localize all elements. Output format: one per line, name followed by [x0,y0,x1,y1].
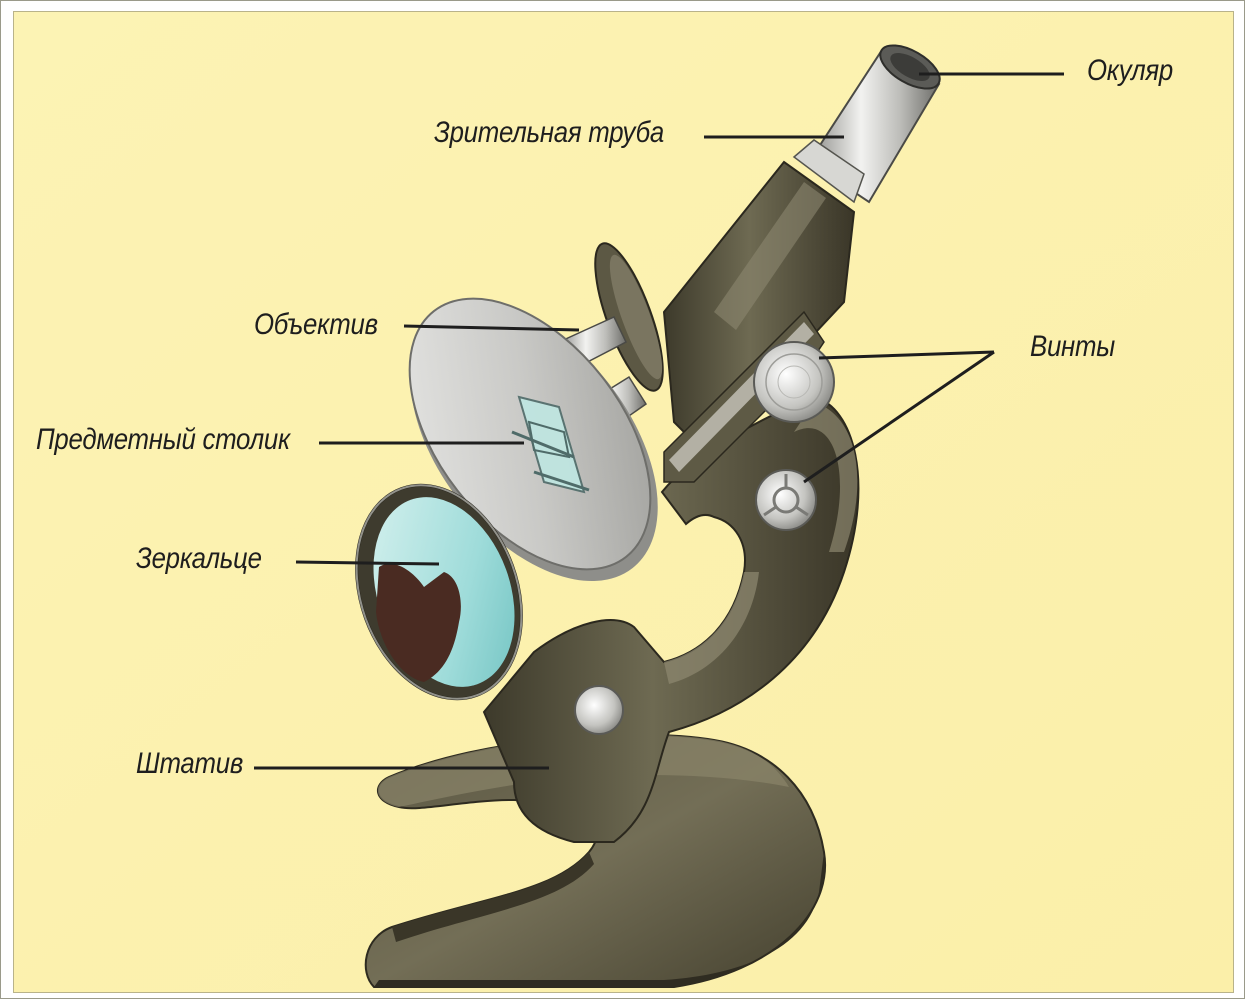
label-screws: Винты [1030,330,1115,364]
diagram-panel: Окуляр Зрительная труба Объектив Винты П… [13,11,1234,993]
label-stage: Предметный столик [36,423,290,457]
label-stand: Штатив [136,747,243,781]
label-objective: Объектив [254,308,378,342]
label-tube: Зрительная труба [434,116,664,150]
microscope-illustration [14,12,1233,992]
leader-line-mirror [296,562,439,564]
label-mirror: Зеркальце [136,542,262,576]
pivot-knob [575,686,623,734]
label-eyepiece: Окуляр [1087,54,1173,88]
